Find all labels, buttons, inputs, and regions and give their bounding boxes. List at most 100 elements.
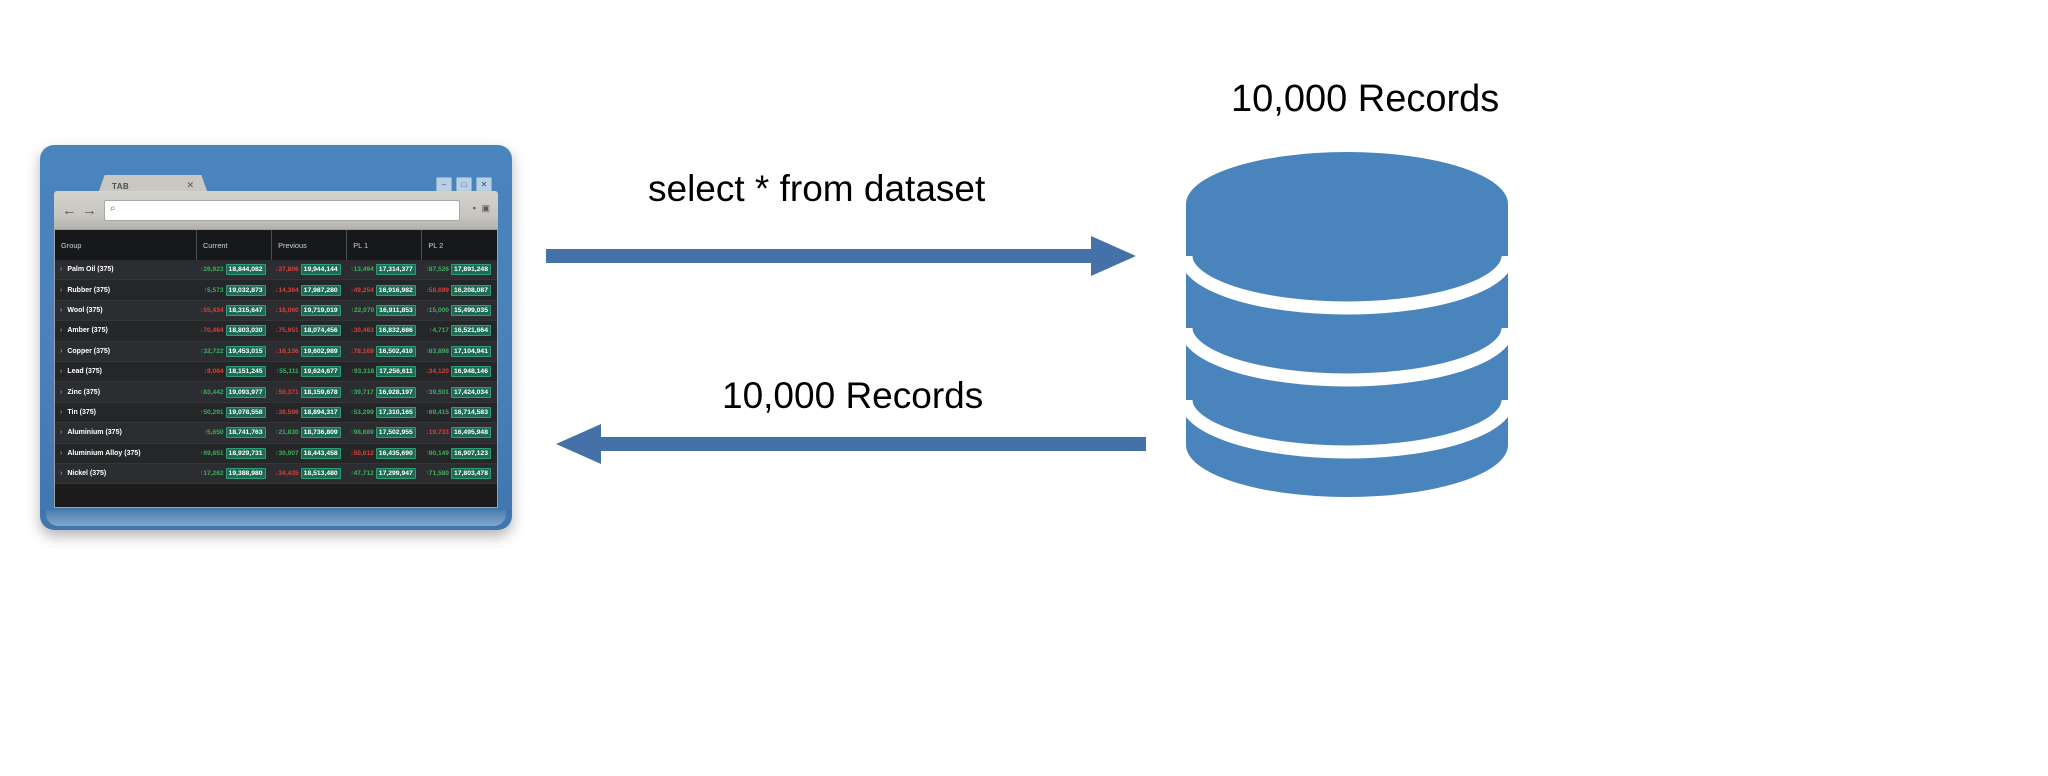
address-bar[interactable]: ⌕ <box>104 200 460 221</box>
expand-chevron-icon[interactable]: › <box>60 347 63 355</box>
cell-group[interactable]: ›Wool (375) <box>55 300 197 322</box>
cell-group[interactable]: ›Nickel (375) <box>55 463 197 485</box>
delta-value: ↓16,136 <box>275 347 299 355</box>
metric-value: 16,907,123 <box>450 447 491 459</box>
expand-chevron-icon[interactable]: › <box>60 429 63 437</box>
expand-chevron-icon[interactable]: › <box>60 286 63 294</box>
delta-value: ↓78,169 <box>350 347 374 355</box>
metric-value: 19,032,873 <box>225 284 266 296</box>
column-header-pl1[interactable]: PL 1 <box>346 230 423 260</box>
cell-group[interactable]: ›Lead (375) <box>55 361 197 383</box>
database-cylinder-icon <box>1186 152 1508 497</box>
expand-chevron-icon[interactable]: › <box>60 266 63 274</box>
expand-chevron-icon[interactable]: › <box>60 368 63 376</box>
maximize-icon[interactable]: □ <box>456 177 472 192</box>
expand-chevron-icon[interactable]: › <box>60 408 63 416</box>
close-window-icon[interactable]: ✕ <box>476 177 492 192</box>
column-header-group[interactable]: Group <box>55 230 197 260</box>
minimize-icon[interactable]: – <box>436 177 452 192</box>
cell-group[interactable]: ›Aluminium (375) <box>55 422 197 444</box>
metric-value: 16,911,853 <box>376 304 416 316</box>
cell-group[interactable]: ›Aluminium Alloy (375) <box>55 443 197 464</box>
tab-label: TAB <box>112 182 130 191</box>
lock-icon[interactable]: ▪ <box>472 203 476 213</box>
expand-chevron-icon[interactable]: › <box>60 388 63 396</box>
menu-icon[interactable]: ▣ <box>481 203 490 213</box>
cell-group[interactable]: ›Tin (375) <box>55 402 197 424</box>
forward-arrow-icon[interactable]: → <box>82 202 97 219</box>
expand-chevron-icon[interactable]: › <box>60 449 63 457</box>
delta-value: ↑39,501 <box>425 388 449 396</box>
cell-group[interactable]: ›Copper (375) <box>55 341 197 362</box>
cell-group[interactable]: ›Amber (375) <box>55 320 197 342</box>
cell-group[interactable]: ›Rubber (375) <box>55 279 197 301</box>
close-icon[interactable]: ✕ <box>186 180 194 190</box>
expand-chevron-icon[interactable]: › <box>60 306 63 314</box>
column-header-pl2[interactable]: PL 2 <box>421 230 497 260</box>
delta-value: ↑15,000 <box>425 306 449 314</box>
expand-chevron-icon[interactable]: › <box>60 327 63 335</box>
cell-group[interactable]: ›Palm Oil (375) <box>55 260 197 281</box>
column-header-current[interactable]: Current <box>196 230 273 260</box>
expand-chevron-icon[interactable]: › <box>60 470 63 478</box>
cell-group[interactable]: ›Zinc (375) <box>55 381 197 403</box>
back-arrow-icon[interactable]: ← <box>62 202 77 219</box>
column-header-previous[interactable]: Previous <box>271 230 348 260</box>
